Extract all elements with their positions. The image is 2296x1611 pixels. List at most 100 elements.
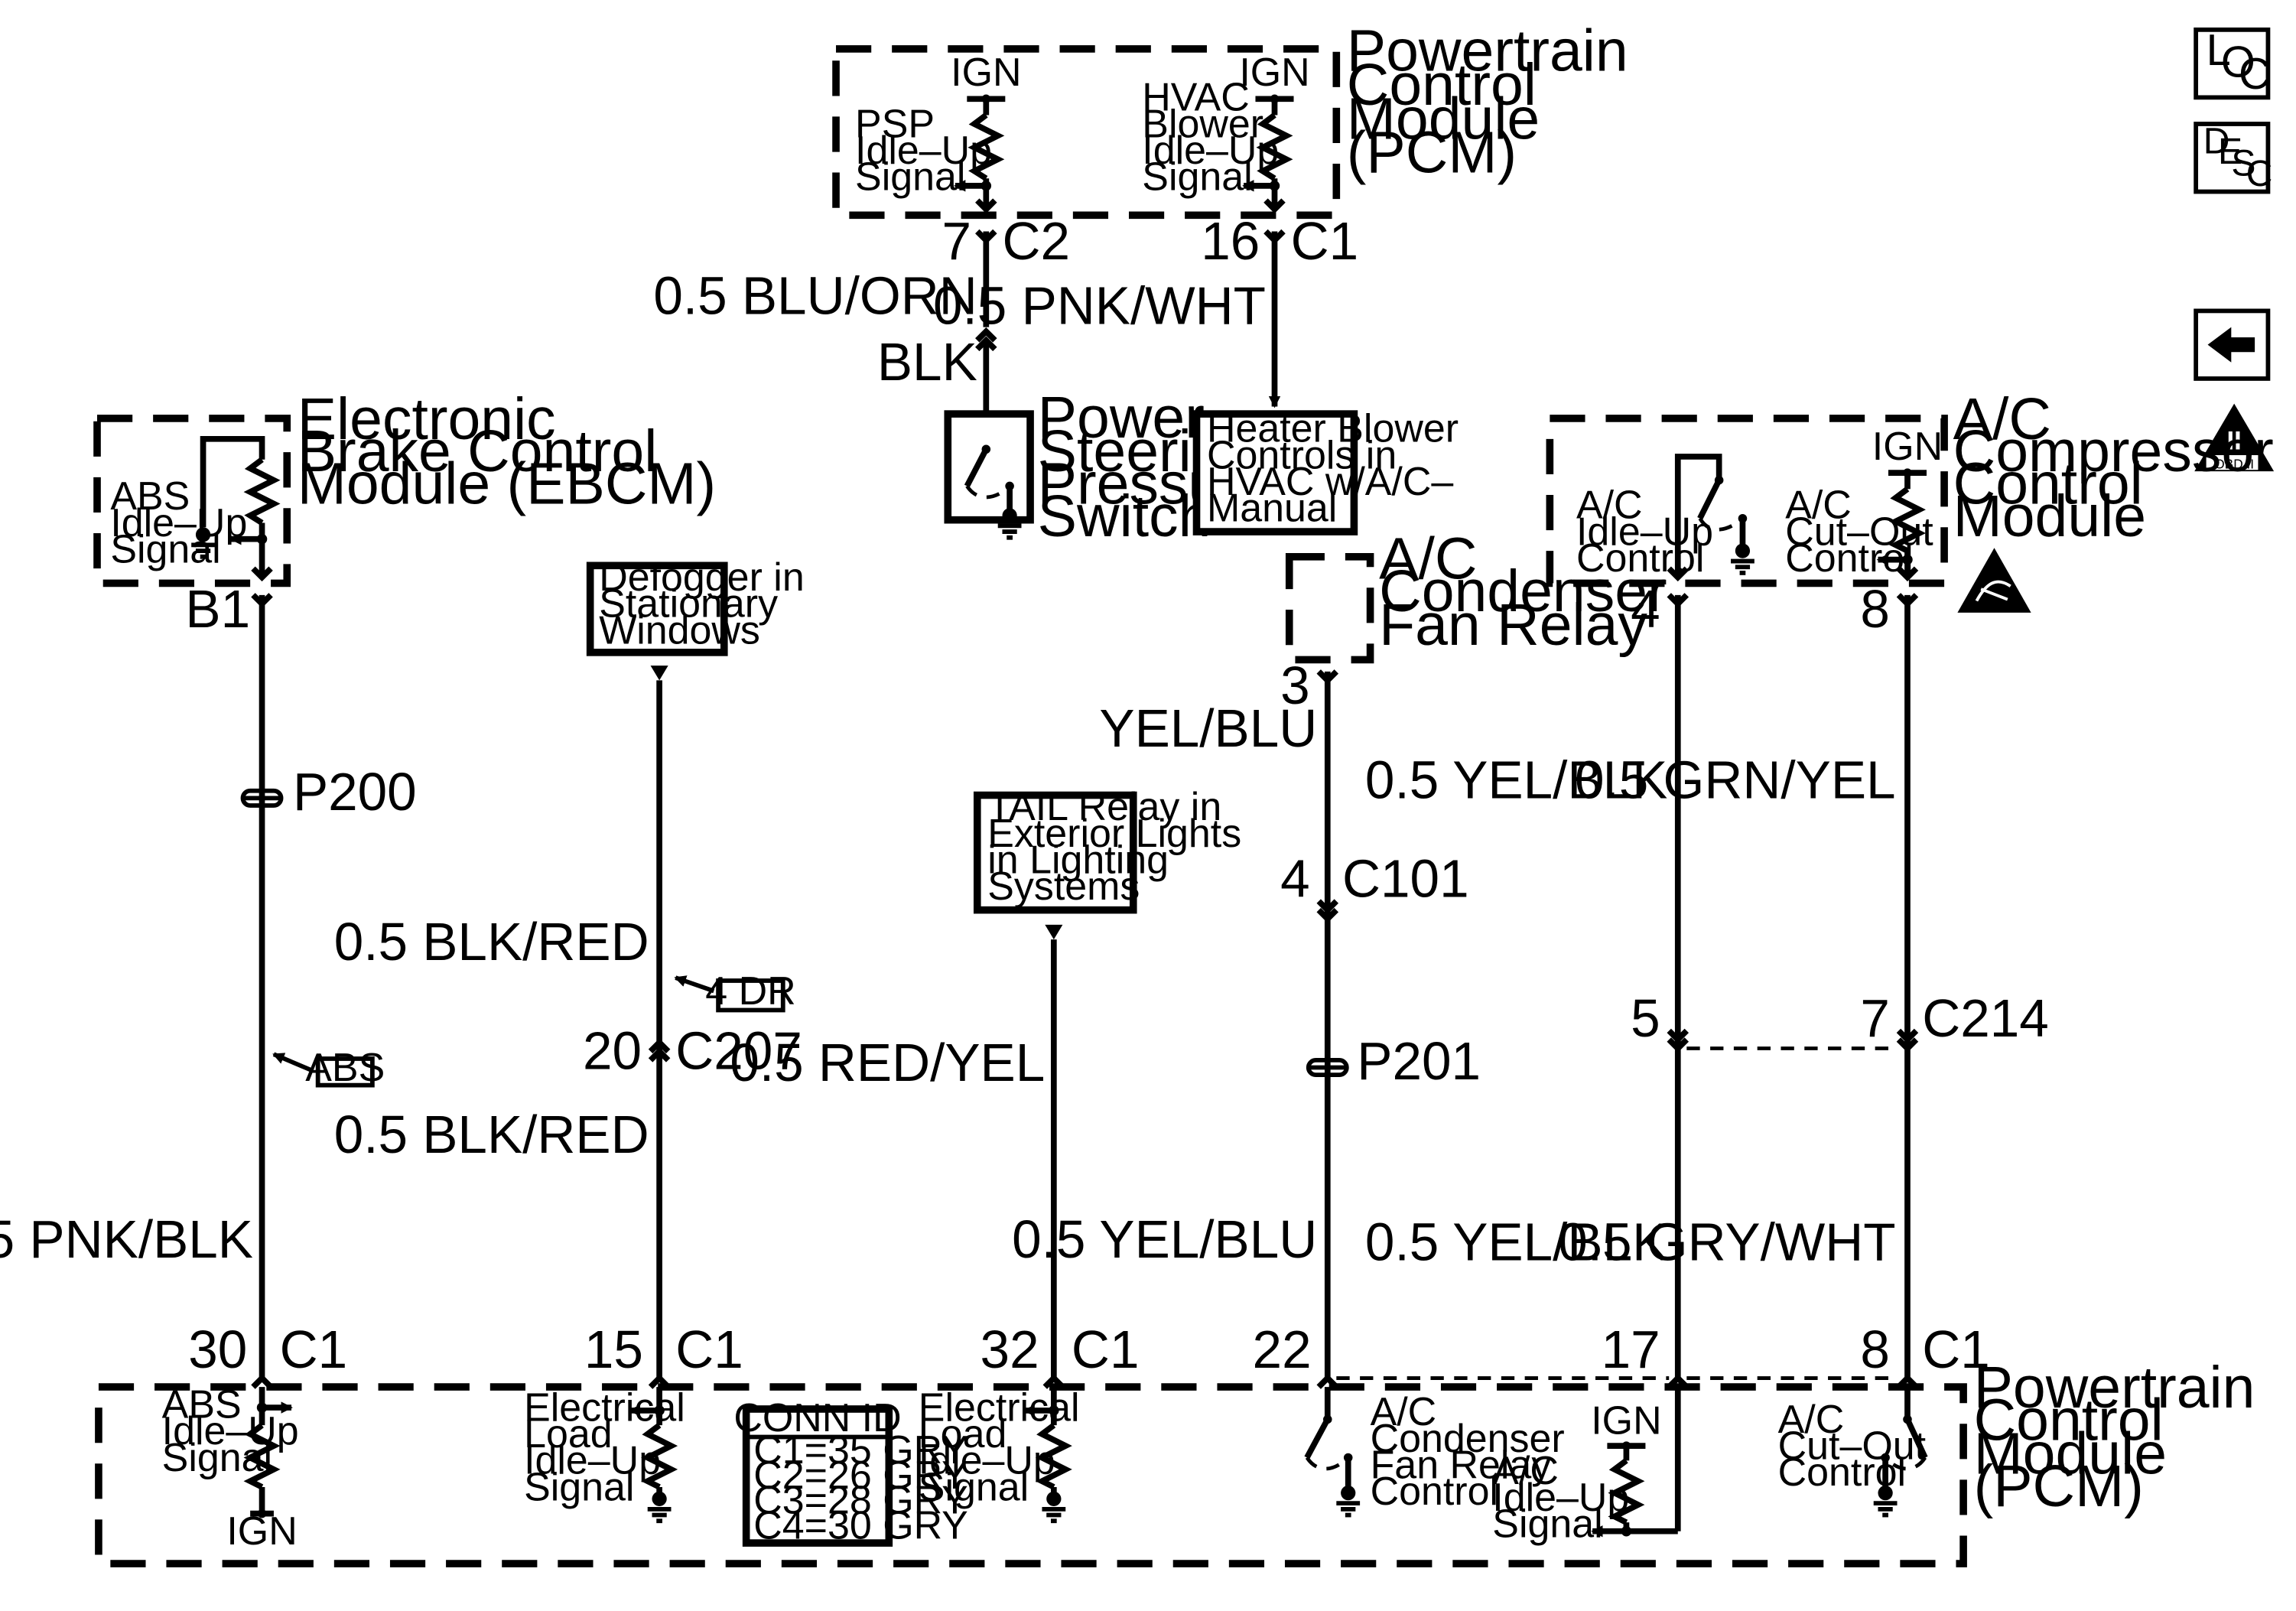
svg-text:Powertrain: Powertrain — [1974, 1355, 2255, 1421]
fan-relay-pin-label: 3 — [1280, 656, 1310, 715]
accm-idle-label-line2: Idle–Up — [1576, 509, 1713, 554]
hvac-pin-number: 16 — [1201, 211, 1260, 271]
pcm-acidle-ign-label: IGN — [1591, 1399, 1661, 1443]
svg-text:Electronic: Electronic — [298, 386, 556, 452]
psp-switch-title: Power Steering Pressure Switch — [1038, 385, 1273, 549]
svg-text:Control: Control — [1347, 52, 1537, 118]
4dr-option-label: 4 DR — [705, 969, 795, 1014]
accm-idle-pin-label: 4 — [1631, 579, 1660, 639]
psp-wire-color-label: 0.5 BLU/ORN — [653, 265, 977, 325]
back-arrow-icon — [2207, 327, 2255, 363]
psp-switch-box — [944, 410, 1034, 524]
defog-wire-label-top: 0.5 BLK/RED — [334, 912, 649, 971]
fan-relay-box — [1285, 552, 1374, 664]
hvac-label-line1: HVAC — [1142, 76, 1249, 120]
pin-22-label: 22 — [1253, 1320, 1312, 1379]
conn-id-table: CONN ID C1=35 GRY C2=26 GRY C3=28 GRY C4… — [733, 1396, 968, 1548]
p200-label: P200 — [293, 762, 417, 822]
fan-wire-label-top: YEL/BLU — [1099, 698, 1317, 758]
svg-text:Control: Control — [1974, 1387, 2164, 1453]
c101-label: C101 — [1342, 848, 1469, 908]
pcm-abs-circuit: IGN ABS Idle–Up Signal — [162, 1383, 299, 1554]
c207-label: C207 — [675, 1020, 802, 1080]
accm-idle-circuit: A/C Idle–Up Control — [1576, 454, 1755, 582]
svg-text:Fan Relay: Fan Relay — [1379, 592, 1647, 658]
svg-text:Module: Module — [1347, 86, 1540, 151]
back-arrow-button[interactable] — [2194, 308, 2271, 381]
svg-text:Module (EBCM): Module (EBCM) — [298, 451, 716, 517]
pin-30-connector: C1 — [280, 1320, 348, 1379]
acidle-wire-label-bottom: 0.5 YEL/BLK — [1365, 1212, 1667, 1272]
pcm-pin-chevrons — [251, 1374, 1919, 1389]
svg-text:Control: Control — [1953, 451, 2143, 517]
psp-ground-wire-label: BLK — [877, 332, 977, 392]
svg-text:Windows: Windows — [599, 608, 760, 653]
svg-text:Module: Module — [1974, 1421, 2167, 1487]
pcm-bottom-box — [95, 1383, 1967, 1567]
accm-idle-label-line3: Control — [1576, 536, 1704, 581]
svg-text:Powertrain: Powertrain — [1347, 18, 1628, 84]
psp-ign-label: IGN — [951, 50, 1021, 95]
c101-pin-label: 4 — [1280, 848, 1310, 908]
elec1-label-line1: Electrical — [524, 1385, 685, 1430]
fan-relay-title: A/C Condenser Fan Relay — [1379, 526, 1667, 659]
hvac-label-line2: Blower — [1142, 102, 1263, 146]
elec2-label-line2: Load — [919, 1412, 1007, 1456]
abs-option-box — [315, 1056, 375, 1088]
abs-wire-color-label: 0.5 PNK/BLK — [0, 1209, 253, 1269]
svg-text:A/C: A/C — [1953, 386, 2051, 452]
pcm-bottom-title: Powertrain Control Module (PCM) — [1974, 1355, 2255, 1519]
p201-splice — [1306, 1058, 1349, 1078]
svg-text:Stationary: Stationary — [599, 582, 778, 626]
svg-text:HVAC w/A/C–: HVAC w/A/C– — [1207, 460, 1453, 504]
c214-cut-pin-label: 7 — [1860, 988, 1890, 1048]
svg-text:Heater Blower: Heater Blower — [1207, 407, 1459, 451]
loc-nav-button[interactable]: L O C — [2194, 26, 2271, 100]
elec1-label-line4: Signal — [524, 1465, 634, 1509]
hvac-wire-color-label: 0.5 PNK/WHT — [933, 276, 1266, 336]
pin-32-label: 32 — [981, 1320, 1039, 1379]
pcm-abs-ign-label: IGN — [226, 1509, 297, 1554]
pcm-fan-label-line4: Control — [1371, 1469, 1498, 1514]
desc-letter-e: E — [2218, 131, 2242, 172]
elec2-label-line3: Idle–Up — [919, 1439, 1055, 1483]
svg-text:Brake Control: Brake Control — [298, 418, 658, 484]
pcm-elec-load-1-circuit: Electrical Load Idle–Up Signal — [524, 1385, 685, 1524]
hvac-ign-label: IGN — [1239, 50, 1309, 95]
svg-text:TAIL Relay in: TAIL Relay in — [987, 785, 1221, 829]
heater-blower-text: Heater Blower Controls in HVAC w/A/C– Ma… — [1207, 407, 1459, 531]
acidle-wire-label-top: 0.5 YEL/BLK — [1365, 750, 1667, 809]
accm-resistor — [1888, 487, 1926, 554]
tail-relay-text: TAIL Relay in Exterior Lights in Lightin… — [987, 785, 1241, 909]
pcm-ac-idle-circuit: IGN A/C Idle–Up Signal — [1492, 1387, 1681, 1546]
svg-text:Controls in: Controls in — [1207, 433, 1397, 477]
psp-label-line1: PSP — [855, 102, 935, 146]
desc-letter-s: S — [2231, 142, 2255, 184]
psp-resistor — [968, 112, 1005, 181]
esd-warning-icon — [1957, 548, 2031, 613]
hvac-label-line3: Idle–Up — [1142, 129, 1279, 173]
conn-id-row-4: C4=30 GRY — [753, 1503, 968, 1548]
accut-wire-label-bottom: 0.5 GRY/WHT — [1558, 1212, 1895, 1272]
svg-text:(PCM): (PCM) — [1974, 1453, 2144, 1519]
svg-text:Systems: Systems — [987, 864, 1140, 909]
svg-text:Switch: Switch — [1038, 483, 1211, 549]
pcm-abs-label-line2: Idle–Up — [162, 1409, 299, 1453]
conn-id-title: CONN ID — [733, 1396, 901, 1440]
accm-title: A/C Compressor Control Module — [1953, 386, 2274, 549]
pin-8-connector: C1 — [1922, 1320, 1990, 1379]
pin-32-connector: C1 — [1072, 1320, 1140, 1379]
hvac-resistor — [1256, 112, 1293, 181]
pcm-elec-load-2-circuit: Electrical Load Idle–Up Signal — [919, 1385, 1080, 1524]
pcm-acidle-label-line1: A/C — [1492, 1449, 1559, 1493]
ebcm-label-line1: ABS — [110, 474, 190, 519]
elec1-label-line3: Idle–Up — [524, 1439, 661, 1483]
loc-letter-l: L — [2207, 26, 2231, 75]
svg-text:Manual: Manual — [1207, 487, 1337, 531]
conn-id-row-3: C3=28 GRY — [753, 1479, 968, 1523]
pcm-abs-label-line3: Signal — [162, 1436, 272, 1480]
accm-ign-label: IGN — [1872, 425, 1943, 469]
desc-nav-button[interactable]: D E S C — [2194, 121, 2272, 194]
ebcm-label-line3: Signal — [110, 527, 220, 571]
